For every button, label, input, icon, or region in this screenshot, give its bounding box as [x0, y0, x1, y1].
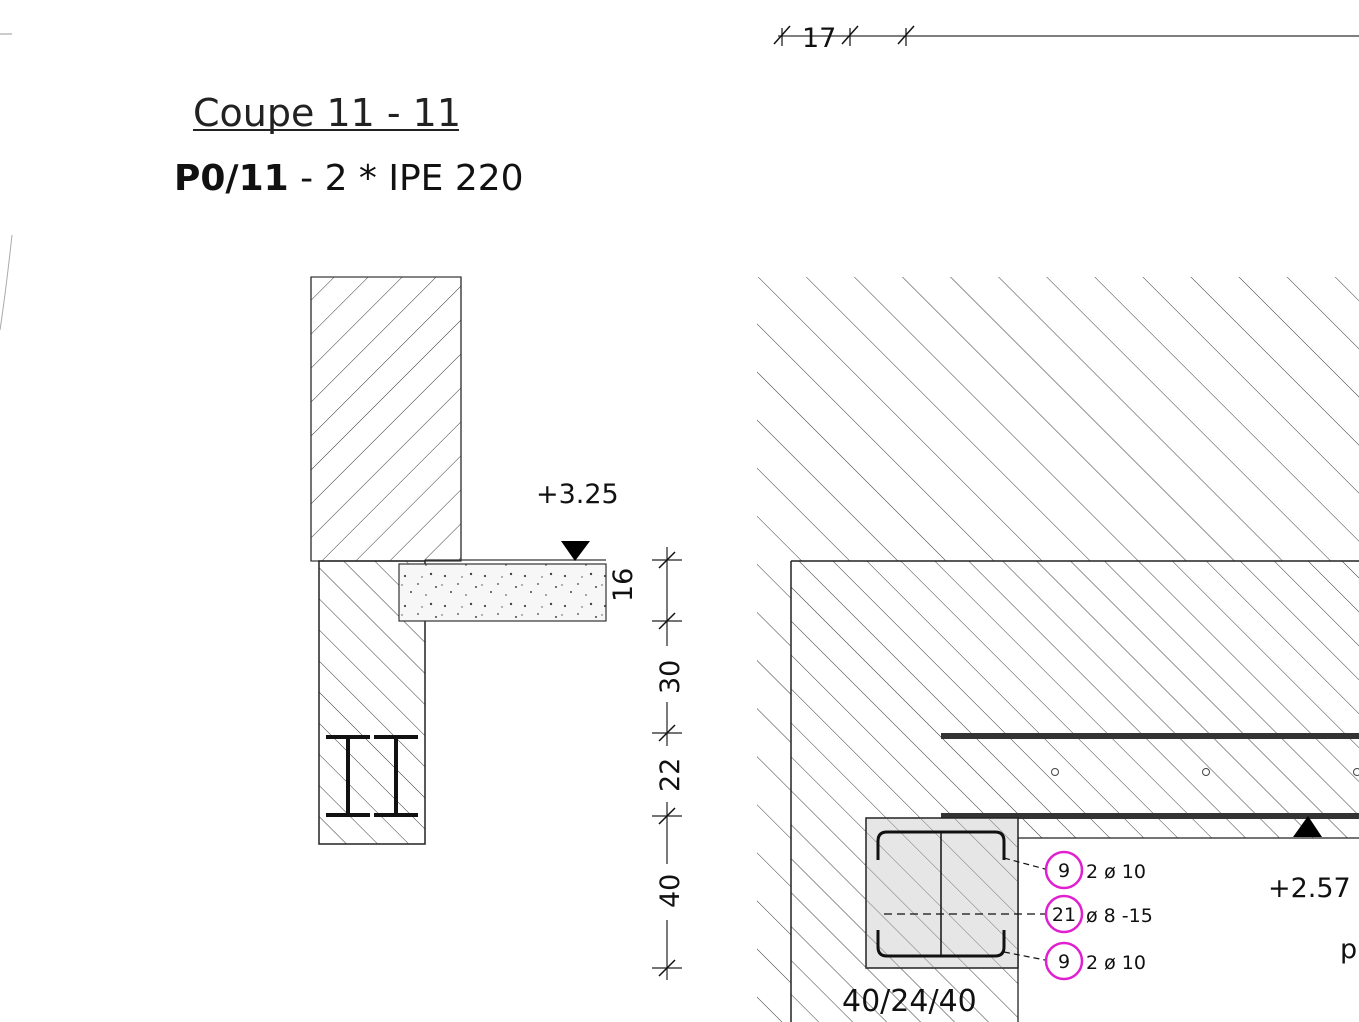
- dimension-40: 40: [655, 874, 686, 908]
- beam-mark: P0/11: [174, 158, 289, 199]
- elevation-marker-up: [1293, 816, 1322, 837]
- edge-arc: [0, 234, 13, 331]
- beam-label: P0/11 - 2 * IPE 220: [174, 158, 524, 199]
- column-section-label: 40/24/40: [842, 984, 977, 1019]
- dimension-22: 22: [655, 758, 686, 792]
- rebar-spec-3: 2 ø 10: [1086, 952, 1146, 974]
- top-dimension-label: 17: [802, 23, 836, 54]
- section-title: Coupe 11 - 11: [193, 91, 461, 135]
- rebar-mark-3: 9: [1058, 951, 1070, 973]
- rebar-callout-3: 9 2 ø 10: [1003, 941, 1146, 981]
- rebar-dot: [1202, 768, 1210, 776]
- elevation-marker-down: [561, 541, 590, 561]
- cut-text: p: [1340, 934, 1357, 965]
- rebar-mark-2: 21: [1052, 904, 1076, 926]
- top-dimension-line: 17: [773, 23, 1359, 54]
- rebar-mark-1: 9: [1058, 860, 1070, 882]
- rebar-dot: [1051, 768, 1059, 776]
- vertical-dimension-chain: 16 30 22 40: [608, 547, 686, 980]
- double-ipe-profile: [326, 735, 418, 817]
- elevation-slab-top: +3.25: [536, 479, 619, 510]
- rebar-callout-1: 9 2 ø 10: [1003, 850, 1146, 890]
- rebar-spec-2: ø 8 -15: [1086, 905, 1153, 927]
- beam-profile: - 2 * IPE 220: [289, 158, 524, 199]
- elevation-right: +2.57: [1268, 873, 1351, 904]
- upper-wall: [310, 276, 462, 562]
- dimension-30: 30: [655, 660, 686, 694]
- rebar-callout-2: 21 ø 8 -15: [1044, 894, 1153, 934]
- rebar-dot: [1353, 768, 1359, 776]
- rebar-spec-1: 2 ø 10: [1086, 861, 1146, 883]
- dimension-16: 16: [608, 568, 639, 602]
